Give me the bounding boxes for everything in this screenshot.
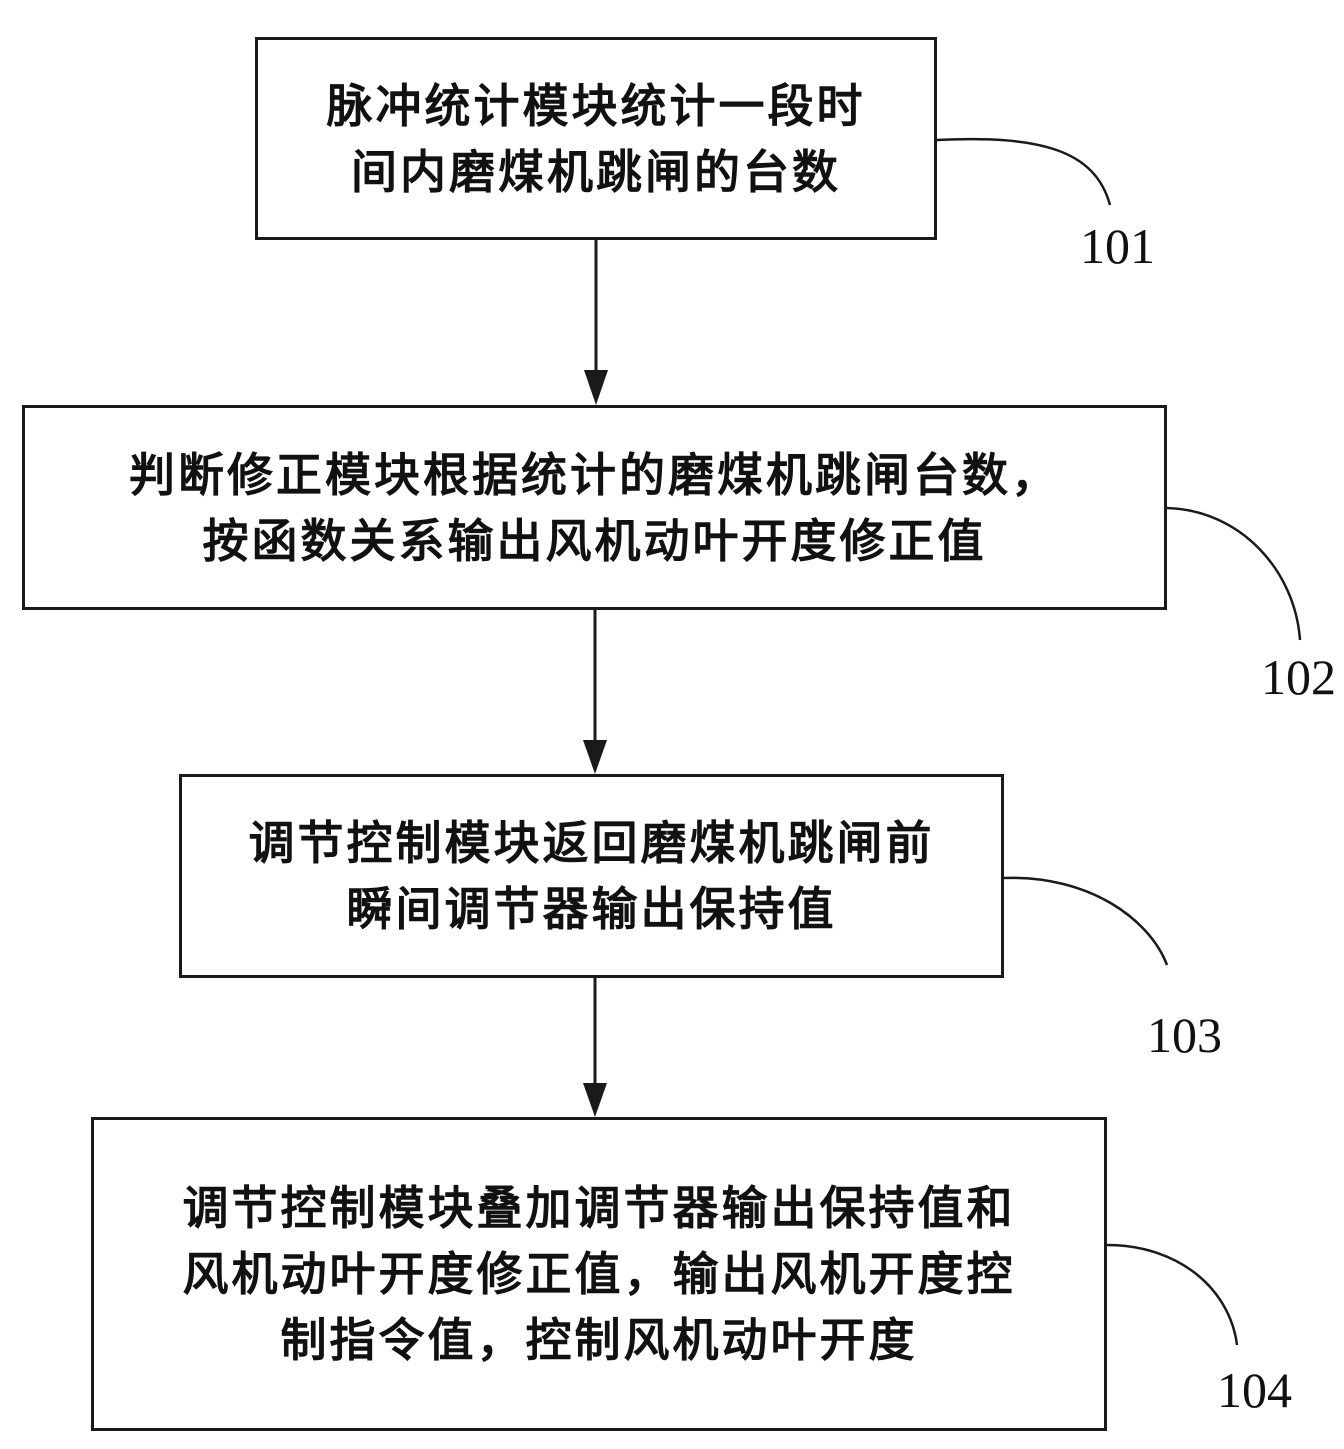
step-text-line: 间内磨煤机跳闸的台数: [351, 144, 841, 199]
flow-arrow-103-104: [583, 978, 607, 1117]
step-box-103: 调节控制模块返回磨煤机跳闸前 瞬间调节器输出保持值: [179, 774, 1004, 978]
step-number-104: 104: [1217, 1362, 1292, 1418]
step-text-line: 瞬间调节器输出保持值: [346, 882, 837, 936]
flow-arrow-102-103: [583, 610, 607, 774]
step-text-line: 风机动叶开度修正值，输出风机开度控: [182, 1247, 1016, 1301]
step-box-104: 调节控制模块叠加调节器输出保持值和 风机动叶开度修正值，输出风机开度控 制指令值…: [91, 1117, 1107, 1431]
step-text-line: 按函数关系输出风机动叶开度修正值: [202, 513, 987, 568]
step-number-101: 101: [1080, 218, 1155, 274]
leader-line-102: [1166, 506, 1302, 641]
step-text-line: 脉冲统计模块统计一段时: [326, 78, 866, 133]
leader-line-103: [1003, 876, 1169, 966]
flow-arrow-101-102: [584, 240, 608, 405]
step-text-line: 调节控制模块返回磨煤机跳闸前: [248, 816, 935, 870]
step-text-line: 调节控制模块叠加调节器输出保持值和: [182, 1181, 1016, 1235]
leader-line-104: [1106, 1243, 1239, 1346]
step-box-101: 脉冲统计模块统计一段时 间内磨煤机跳闸的台数: [255, 37, 937, 240]
step-text-line: 制指令值，控制风机动叶开度: [280, 1313, 918, 1367]
leader-line-101: [936, 137, 1112, 206]
step-number-103: 103: [1147, 1007, 1222, 1063]
step-number-102: 102: [1261, 649, 1336, 705]
step-box-102: 判断修正模块根据统计的磨煤机跳闸台数， 按函数关系输出风机动叶开度修正值: [22, 405, 1167, 610]
step-text-line: 判断修正模块根据统计的磨煤机跳闸台数，: [129, 447, 1060, 502]
